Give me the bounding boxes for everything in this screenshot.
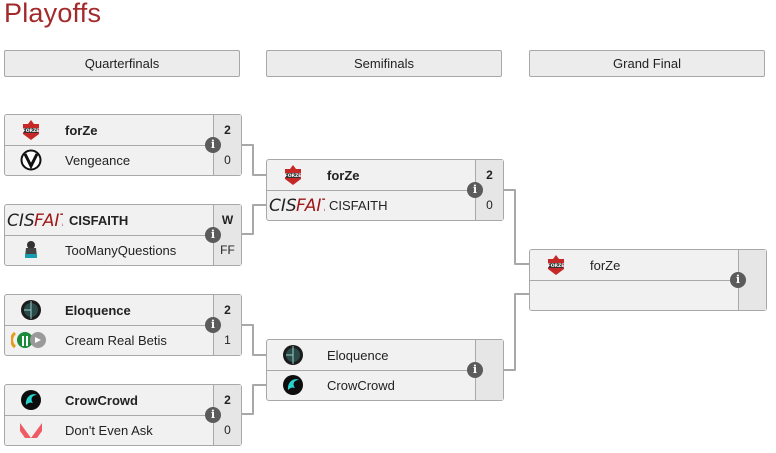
dont-even-ask-logo-icon [5, 415, 57, 445]
eloquence-logo-icon [267, 340, 319, 370]
match-quarterfinal-1[interactable]: FORZE forZe 2 Vengeance 0 [4, 114, 242, 176]
team-row[interactable]: Eloquence 2 [5, 295, 241, 326]
team-name: forZe [590, 257, 621, 273]
empty-logo-slot [530, 280, 582, 310]
team-name: CrowCrowd [65, 392, 138, 408]
cream-real-betis-logo-icon [5, 325, 57, 355]
forze-logo-icon: FORZE [5, 115, 57, 145]
team-row[interactable]: Don't Even Ask 0 [5, 415, 241, 445]
match-semifinal-2[interactable]: Eloquence CrowCrowd [266, 339, 504, 401]
connector-sf2-gf [503, 293, 529, 371]
connector-qf4-sf2 [241, 384, 266, 415]
svg-text:FAITH: FAITH [34, 211, 63, 231]
vengeance-logo-icon [5, 145, 57, 175]
team-name: forZe [65, 122, 98, 138]
team-name: forZe [327, 167, 360, 183]
crowcrowd-logo-icon [267, 370, 319, 400]
team-row[interactable]: TooManyQuestions FF [5, 235, 241, 265]
cisfaith-logo-icon: CISFAITH [5, 205, 63, 235]
team-name: CISFAITH [69, 212, 129, 228]
svg-text:FORZE: FORZE [548, 263, 565, 269]
match-quarterfinal-4[interactable]: CrowCrowd 2 Don't Even Ask 0 [4, 384, 242, 446]
match-info-icon[interactable]: i [730, 272, 746, 288]
team-score: FF [213, 235, 241, 265]
team-name: Vengeance [65, 152, 131, 168]
forze-logo-icon: FORZE [267, 160, 319, 190]
cisfaith-logo-icon: CISFAITH [267, 190, 325, 220]
eloquence-logo-icon [5, 295, 57, 325]
toomanyquestions-logo-icon [5, 235, 57, 265]
page-title: Playoffs [4, 0, 102, 28]
team-name: CrowCrowd [327, 377, 395, 393]
match-info-icon[interactable]: i [467, 362, 483, 378]
team-name: Eloquence [327, 347, 389, 363]
match-info-icon[interactable]: i [205, 137, 221, 153]
team-name: TooManyQuestions [65, 242, 177, 258]
connector-sf1-gf [503, 189, 529, 265]
team-row[interactable]: CISFAITH CISFAITH W [5, 205, 241, 236]
team-row[interactable]: CrowCrowd [267, 370, 503, 400]
team-name: CISFAITH [329, 197, 388, 213]
connector-qf3-sf2 [241, 324, 266, 356]
team-row[interactable]: CISFAITH CISFAITH 0 [267, 190, 503, 220]
svg-text:FAITH: FAITH [296, 196, 325, 216]
team-name: Eloquence [65, 302, 131, 318]
svg-text:FORZE: FORZE [285, 173, 302, 179]
team-name: Cream Real Betis [65, 332, 167, 348]
match-info-icon[interactable]: i [205, 227, 221, 243]
match-info-icon[interactable]: i [467, 182, 483, 198]
connector-qf1-sf1 [241, 144, 266, 176]
svg-text:CIS: CIS [7, 211, 35, 231]
match-semifinal-1[interactable]: FORZE forZe 2 CISFAITH CISFAITH 0 [266, 159, 504, 221]
connector-qf2-sf1 [241, 204, 266, 235]
crowcrowd-logo-icon [5, 385, 57, 415]
match-quarterfinal-2[interactable]: CISFAITH CISFAITH W TooManyQuestions FF [4, 204, 242, 266]
match-info-icon[interactable]: i [205, 317, 221, 333]
match-info-icon[interactable]: i [205, 407, 221, 423]
stage-grand-final[interactable]: Grand Final [529, 50, 765, 77]
svg-text:FORZE: FORZE [23, 128, 40, 134]
team-name: Don't Even Ask [65, 422, 153, 438]
svg-text:CIS: CIS [269, 196, 297, 216]
stage-semifinals[interactable]: Semifinals [266, 50, 502, 77]
forze-logo-icon: FORZE [530, 250, 582, 280]
stage-quarterfinals[interactable]: Quarterfinals [4, 50, 240, 77]
match-quarterfinal-3[interactable]: Eloquence 2 Cream Real Betis 1 [4, 294, 242, 356]
